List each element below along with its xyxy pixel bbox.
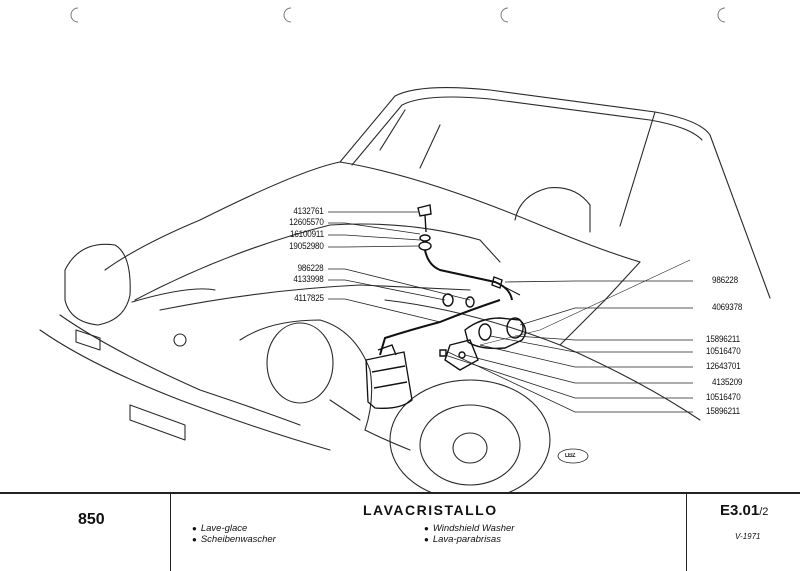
sheet-code-sub: /2 (759, 506, 769, 518)
translation-fr: ●Lave-glace (192, 523, 247, 534)
part-number: 4132761 (293, 206, 324, 217)
sheet-code-main: E3.01 (720, 502, 760, 519)
stamp-text: LEIZ (565, 453, 576, 459)
part-number: 4133998 (293, 274, 324, 285)
title-block: 850 LAVACRISTALLO ●Lave-glace ●Scheibenw… (0, 492, 800, 571)
part-number: 4117825 (294, 293, 324, 304)
translation-en: ●Windshield Washer (424, 523, 514, 534)
part-number: 15896211 (706, 334, 740, 345)
model-number: 850 (78, 511, 105, 528)
binder-hole-4 (717, 7, 726, 23)
part-number: 12605570 (289, 217, 324, 228)
translation-de-text: Scheibenwascher (200, 534, 276, 545)
part-number: 10516470 (706, 346, 741, 357)
bullet-icon: ● (192, 524, 197, 533)
stamp-oval (557, 448, 589, 464)
sheet-date: V-1971 (735, 532, 761, 541)
translation-de: ●Scheibenwascher (192, 534, 276, 545)
section-title: LAVACRISTALLO (363, 502, 498, 518)
sheet-code: E3.01/2 (720, 502, 768, 519)
part-number: 986228 (298, 263, 324, 274)
binder-hole-2 (283, 7, 292, 23)
leader-lines-left (328, 211, 471, 323)
sheet-code-cell: E3.01/2 V-1971 (686, 494, 800, 571)
bullet-icon: ● (424, 524, 429, 533)
part-number: 15896211 (706, 406, 740, 417)
part-number: 10516470 (706, 392, 741, 403)
translation-en-text: Windshield Washer (432, 523, 515, 534)
part-number: 16100911 (290, 229, 324, 240)
translation-es: ●Lava-parabrisas (424, 534, 501, 545)
bullet-icon: ● (192, 535, 197, 544)
part-number: 4069378 (712, 302, 743, 313)
translation-fr-text: Lave-glace (200, 523, 248, 534)
translation-es-text: Lava-parabrisas (432, 534, 501, 545)
model-cell: 850 (0, 494, 171, 571)
part-number: 19052980 (289, 241, 324, 252)
part-number: 12643701 (706, 361, 741, 372)
binder-hole-3 (500, 7, 509, 23)
car-outline (39, 87, 771, 492)
part-number: 4135209 (712, 377, 743, 388)
bullet-icon: ● (424, 535, 429, 544)
leader-lines-right (444, 259, 693, 413)
part-number: 986228 (712, 275, 738, 286)
car-diagram (39, 7, 771, 492)
binder-hole-1 (70, 7, 79, 23)
washer-system (365, 204, 527, 409)
